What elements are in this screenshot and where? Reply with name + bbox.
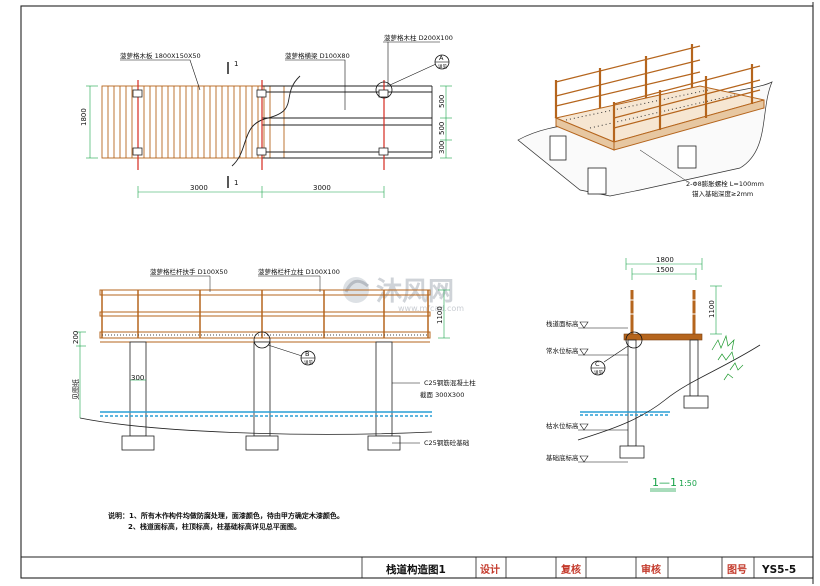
elev-dim-left-side: 见图纸 bbox=[71, 379, 80, 400]
plan-dim-right1: 500 bbox=[438, 95, 446, 108]
section-slope bbox=[577, 344, 761, 441]
perspective-piers bbox=[549, 135, 697, 195]
label-wood-board: 菠萝格木板 1800X150X50 bbox=[120, 51, 201, 60]
plan-dimensions bbox=[86, 85, 452, 198]
elev-label-handrail: 菠萝格栏杆扶手 D100X50 bbox=[150, 267, 228, 276]
section-scale: 1:50 bbox=[679, 479, 697, 488]
section-posts bbox=[630, 290, 696, 334]
section-water bbox=[580, 411, 670, 416]
section-level-markers bbox=[578, 321, 628, 463]
plan-dim-right3: 300 bbox=[438, 141, 446, 154]
title-design-label: 设计 bbox=[480, 563, 500, 576]
elev-label-c25-footing: C25钢筋砼基础 bbox=[424, 438, 470, 447]
section-columns bbox=[619, 339, 709, 459]
plan-post-squares bbox=[132, 89, 389, 156]
section-dim-top1: 1800 bbox=[656, 256, 674, 264]
perspective-railings bbox=[554, 44, 754, 142]
section-deck bbox=[623, 333, 703, 341]
plan-dim-width: 1800 bbox=[80, 108, 88, 126]
detail-b-letter: B bbox=[305, 350, 309, 358]
plan-view: 1 1 菠萝格木板 1800X150X50 菠萝格横梁 D100X80 菠萝格木… bbox=[80, 33, 453, 198]
section-label-low-water: 枯水位标高 bbox=[546, 421, 579, 430]
plan-dim-span1: 3000 bbox=[190, 184, 208, 192]
elevation-dimensions bbox=[76, 289, 450, 418]
elev-dim-col-gap: 300 bbox=[131, 374, 144, 382]
plan-leaders bbox=[120, 41, 440, 110]
section-label-normal-water: 常水位标高 bbox=[546, 346, 579, 355]
title-drawing-name: 栈道构造图1 bbox=[386, 563, 446, 576]
detail-a-letter: A bbox=[439, 54, 444, 62]
detail-a-sub: 详见 bbox=[438, 63, 447, 70]
notes: 说明：1、所有木作构件均做防腐处理，面漆颜色，待由甲方确定木漆颜色。 2、栈道面… bbox=[108, 511, 344, 531]
plan-dim-right2: 500 bbox=[438, 122, 446, 135]
detail-a-callout: A 详见 bbox=[375, 54, 450, 99]
label-column: 菠萝格木柱 D200X100 bbox=[384, 33, 453, 42]
section-mark-top: 1 bbox=[234, 60, 238, 68]
elev-dim-left-top: 200 bbox=[72, 331, 80, 344]
title-block: 栈道构造图1 设计 复核 审核 图号 YS5-5 bbox=[361, 557, 796, 578]
watermark: 沐风网 www.mfcad.com bbox=[343, 277, 464, 313]
plan-dim-span2: 3000 bbox=[313, 184, 331, 192]
perspective-note2: 锚入基础深度≥2mm bbox=[692, 189, 753, 198]
perspective-note1: 2-Φ8膨胀螺栓 L=100mm bbox=[686, 179, 764, 188]
elevation-posts bbox=[101, 290, 429, 338]
elevation-water bbox=[100, 411, 432, 417]
title-drawing-no: YS5-5 bbox=[761, 564, 796, 576]
title-check-label: 复核 bbox=[560, 563, 581, 576]
detail-c-callout: C 详见 bbox=[590, 331, 643, 376]
elev-label-c25-column: C25钢筋混凝土柱 bbox=[424, 378, 476, 387]
detail-b-sub: 详见 bbox=[304, 359, 313, 366]
elevation-view: 菠萝格栏杆扶手 D100X50 菠萝格栏杆立柱 D100X100 C25钢筋混凝… bbox=[71, 267, 476, 451]
section-label-deck-level: 栈道面标高 bbox=[546, 319, 579, 328]
section-label-foundation: 基础底标高 bbox=[546, 453, 579, 462]
title-review-label: 审核 bbox=[641, 563, 661, 576]
section-dimensions bbox=[625, 258, 722, 335]
perspective-rails bbox=[555, 45, 761, 129]
detail-b-callout: B 详见 bbox=[253, 331, 316, 366]
sheet-frame bbox=[20, 2, 814, 584]
section-vegetation bbox=[711, 334, 744, 381]
section-dim-top2: 1500 bbox=[656, 266, 674, 274]
section-title: 1—1 bbox=[652, 476, 677, 489]
section-mark-bottom: 1 bbox=[234, 179, 238, 187]
section-dim-right: 1100 bbox=[708, 300, 716, 318]
elev-label-post: 菠萝格栏杆立柱 D100X100 bbox=[258, 267, 340, 276]
elev-label-col-size: 截面 300X300 bbox=[420, 390, 464, 399]
detail-c-letter: C bbox=[595, 360, 600, 368]
section-post-marks bbox=[630, 299, 696, 315]
elevation-ground bbox=[79, 417, 433, 435]
note-line1: 说明：1、所有木作构件均做防腐处理，面漆颜色，待由甲方确定木漆颜色。 bbox=[108, 511, 344, 520]
watermark-brand: 沐风网 bbox=[376, 277, 454, 307]
perspective-view: 2-Φ8膨胀螺栓 L=100mm 锚入基础深度≥2mm bbox=[517, 44, 773, 198]
title-drawing-no-label: 图号 bbox=[727, 564, 747, 576]
label-beam: 菠萝格横梁 D100X80 bbox=[285, 51, 350, 60]
plan-beams bbox=[262, 85, 433, 159]
section-1-1: 栈道面标高 常水位标高 枯水位标高 基础底标高 C 详见 1800 1500 1… bbox=[546, 256, 761, 492]
watermark-url: www.mfcad.com bbox=[398, 304, 464, 313]
elev-dim-right: 1100 bbox=[436, 306, 444, 324]
detail-c-sub: 详见 bbox=[594, 369, 603, 376]
note-line2: 2、栈道面标高，柱顶标高，柱基础标高详见总平面图。 bbox=[128, 522, 301, 531]
plan-deck-boards bbox=[101, 85, 285, 159]
